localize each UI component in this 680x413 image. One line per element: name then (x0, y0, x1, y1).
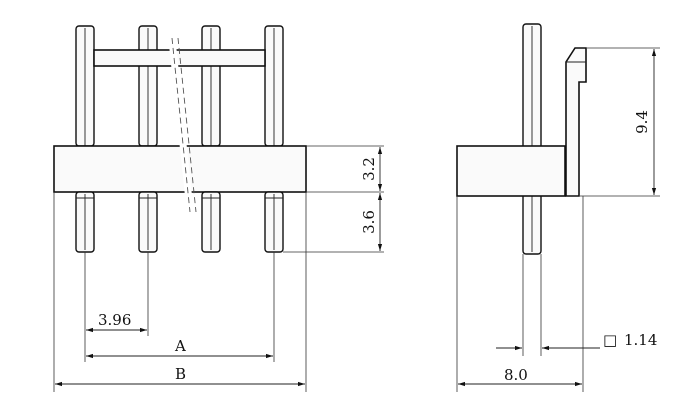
dim-pin-tail-label: 3.6 (360, 210, 378, 234)
side-housing (456, 145, 566, 197)
dim-side-depth-label: 8.0 (504, 366, 528, 384)
side-view (456, 23, 587, 255)
front-lower-pins (75, 191, 284, 253)
dim-a-label: A (174, 337, 186, 355)
dim-body-height-label: 3.2 (360, 157, 378, 181)
dim-b-label: B (175, 365, 186, 383)
square-symbol: □ (603, 331, 617, 349)
front-view (53, 25, 307, 253)
dim-pin-square-label: 1.14 (624, 331, 657, 349)
front-dimensions (53, 145, 384, 392)
dim-pitch-label: 3.96 (98, 311, 131, 329)
side-dimensions (456, 47, 660, 392)
break-lines (168, 37, 197, 213)
dim-pin-top-label: 9.4 (633, 110, 651, 134)
front-upper-pins (75, 25, 284, 147)
side-latch (565, 47, 587, 197)
front-housing (53, 145, 307, 193)
